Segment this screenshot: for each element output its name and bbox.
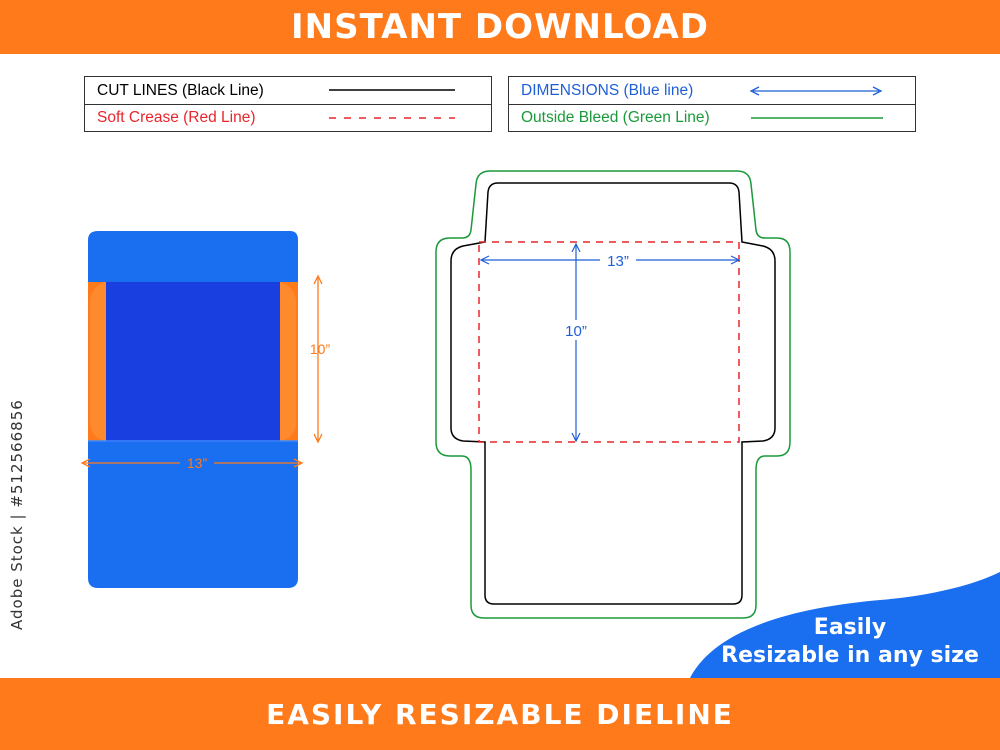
dieline-height-label: 10”	[565, 323, 587, 340]
outside-bleed-outline	[435, 170, 791, 619]
soft-crease-panel	[478, 241, 740, 443]
bleed-line-sample	[751, 117, 883, 119]
soft-crease-sample	[329, 117, 455, 119]
mockup-left-flap-curve	[90, 282, 106, 441]
dimension-arrow-sample	[749, 86, 883, 96]
dieline-height-label-bg	[558, 320, 594, 340]
legend-row-dimensions: DIMENSIONS (Blue line)	[509, 77, 915, 105]
badge-line-1: Easily	[813, 615, 887, 640]
legend-box-left: CUT LINES (Black Line) Soft Crease (Red …	[84, 76, 492, 132]
stock-id-label: Adobe Stock | #512566856	[8, 399, 26, 630]
legend-row-outside-bleed: Outside Bleed (Green Line)	[509, 104, 915, 131]
mockup-right-flap-curve	[280, 282, 296, 441]
legend-label-outside-bleed: Outside Bleed (Green Line)	[521, 108, 710, 126]
bottom-banner: EASILY RESIZABLE DIELINE	[0, 678, 1000, 750]
badge-line-2: Resizable in any size	[721, 643, 979, 668]
dieline-width-label-bg	[600, 251, 636, 269]
top-banner: INSTANT DOWNLOAD	[0, 0, 1000, 54]
legend-label-dimensions: DIMENSIONS (Blue line)	[521, 81, 694, 99]
mockup-width-label: 13”	[187, 455, 208, 471]
mockup-height-dimension	[313, 274, 323, 444]
cut-line-sample	[329, 89, 455, 91]
resize-badge: Easily Resizable in any size	[700, 606, 1000, 678]
mockup-front-panel	[106, 282, 280, 442]
mockup-height-label: 10”	[310, 341, 331, 357]
dieline-width-label: 13”	[607, 253, 629, 270]
envelope-dieline: 13” 10”	[435, 170, 791, 619]
top-banner-title: INSTANT DOWNLOAD	[290, 7, 709, 47]
dieline-height-dimension	[571, 242, 581, 443]
envelope-mockup: 13” 10”	[80, 231, 331, 588]
bottom-banner-title: EASILY RESIZABLE DIELINE	[266, 697, 734, 731]
legend-label-cut-lines: CUT LINES (Black Line)	[97, 81, 264, 99]
legend-label-soft-crease: Soft Crease (Red Line)	[97, 108, 256, 126]
cut-line-outline	[450, 182, 776, 605]
legend-row-cut-lines: CUT LINES (Black Line)	[85, 77, 491, 105]
badge-swoosh	[690, 572, 1000, 678]
legend-row-soft-crease: Soft Crease (Red Line)	[85, 104, 491, 131]
mockup-width-label-bg	[180, 452, 214, 472]
legend-box-right: DIMENSIONS (Blue line) Outside Bleed (Gr…	[508, 76, 916, 132]
